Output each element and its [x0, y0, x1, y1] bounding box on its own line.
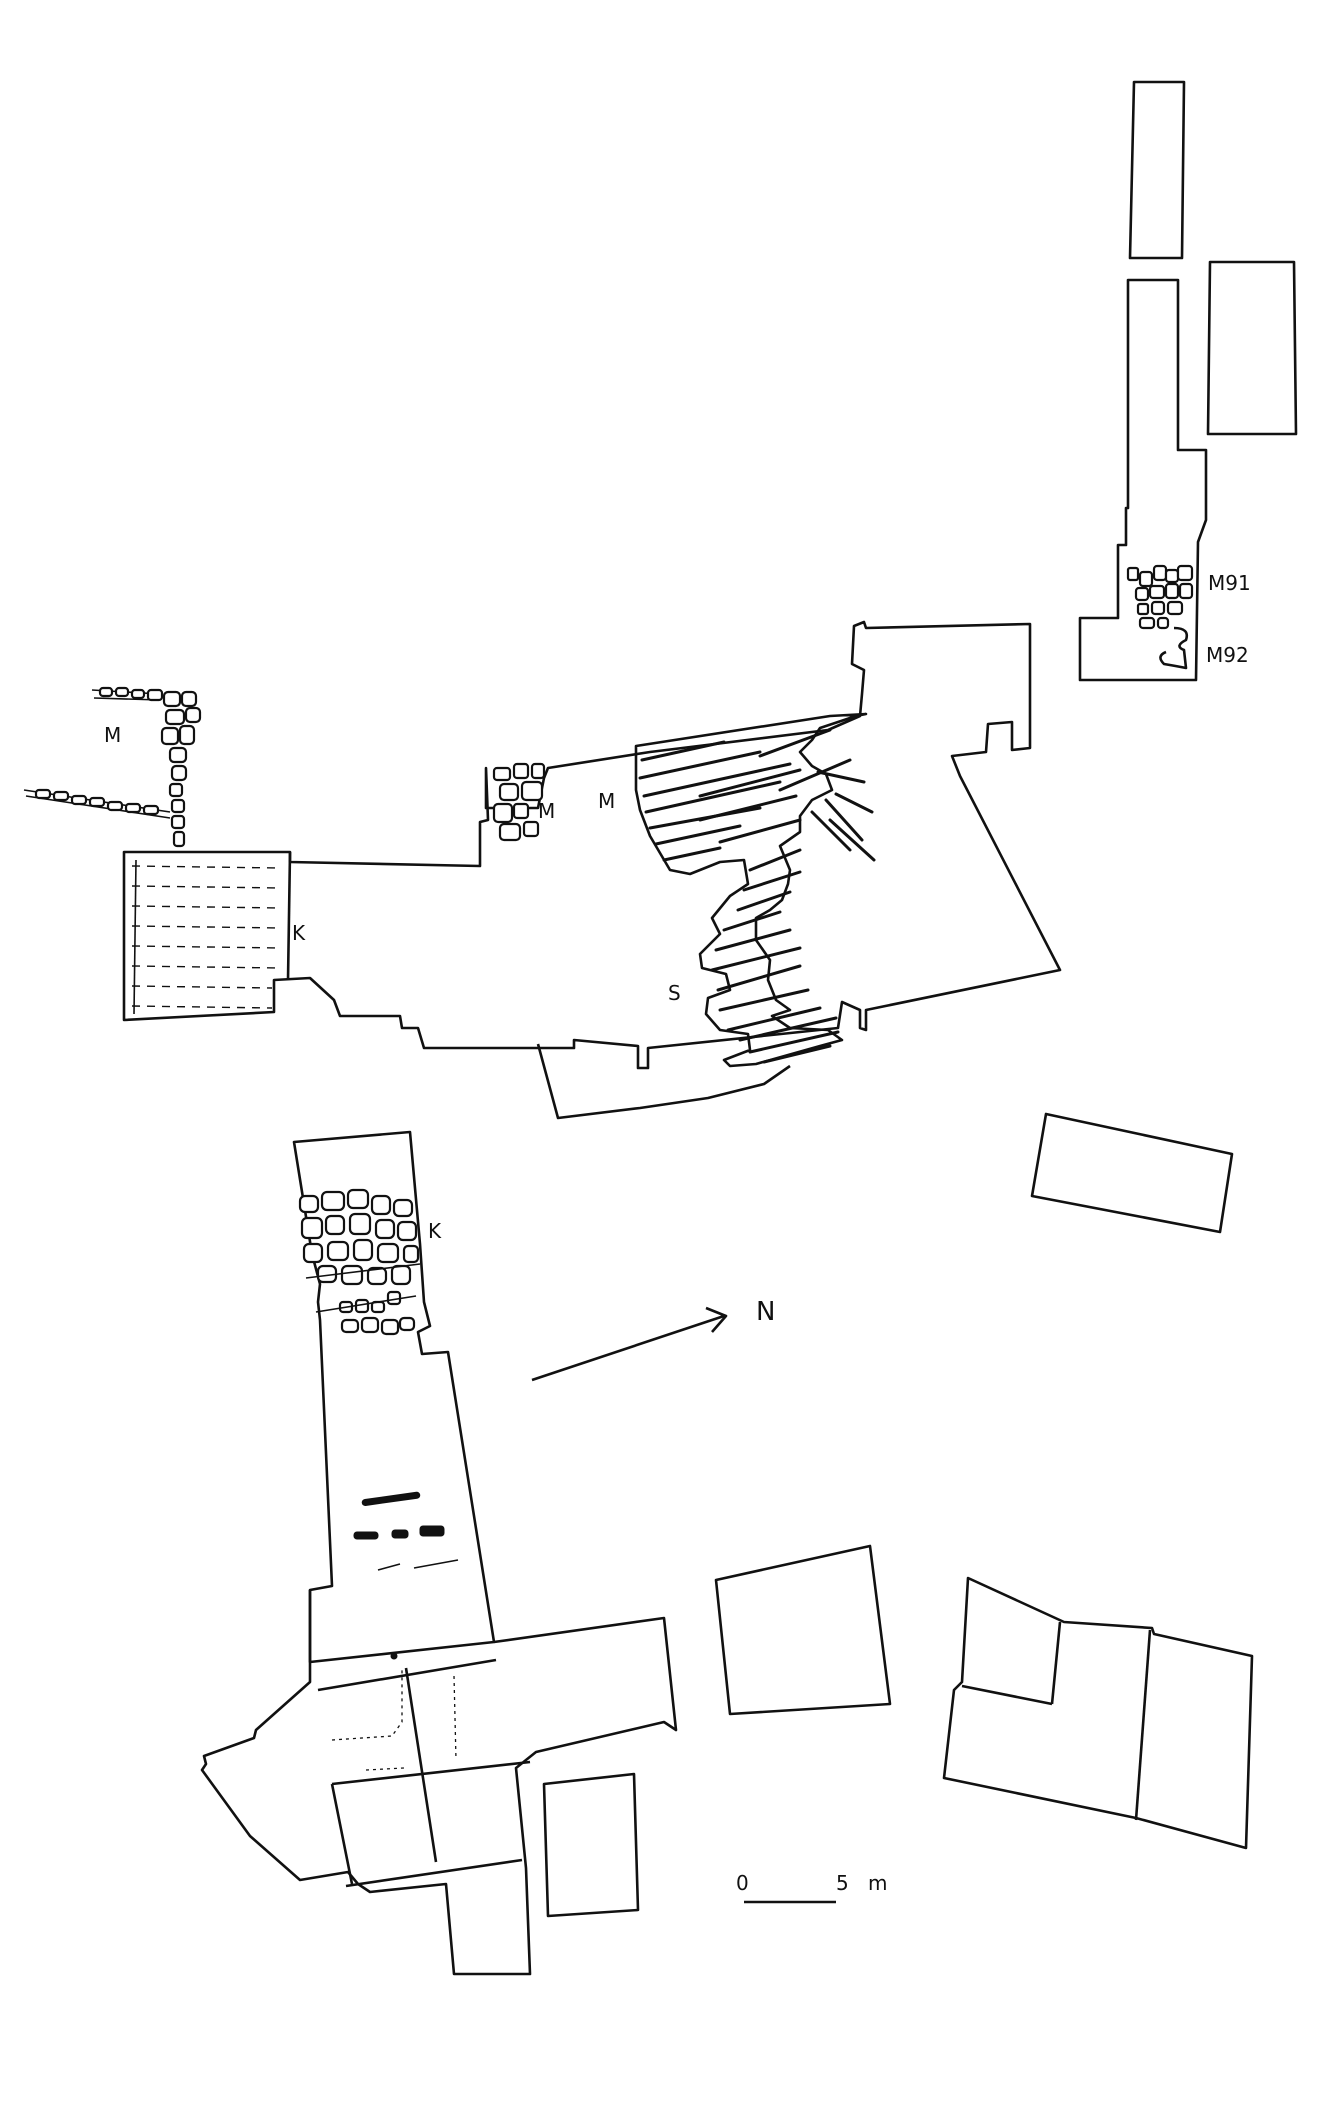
scale-bar-unit: m	[868, 1871, 887, 1895]
trench-sw-outline	[200, 1590, 678, 1976]
cobble-paving-k	[298, 1188, 420, 1336]
trench-group-south: K	[292, 1130, 496, 1664]
trench-group-southwest	[200, 1590, 678, 1976]
k-brick-pattern	[131, 859, 283, 1015]
wall-group-west: M	[23, 686, 202, 848]
wall-stones-m-center	[492, 762, 546, 842]
wall-stones-m91	[1126, 564, 1194, 630]
label-k-lower: K	[428, 1219, 442, 1243]
trench-central-south	[536, 1043, 791, 1120]
label-k-upper: K	[292, 921, 306, 945]
label-m91: M91	[1208, 571, 1251, 595]
trench-ne-2	[1206, 260, 1298, 436]
cobble-boundary	[305, 1263, 421, 1279]
trench-ne-1	[1128, 80, 1186, 260]
trench-group-northeast: M91 M92	[1078, 80, 1298, 682]
trench-group-central: K M M	[122, 620, 1062, 1120]
north-label: N	[756, 1297, 775, 1327]
feature-m92	[1159, 626, 1189, 670]
label-m-west: M	[104, 723, 121, 747]
dotted-feature-1	[331, 1670, 403, 1741]
label-m-center-a: M	[538, 799, 555, 823]
small-features	[353, 1491, 459, 1571]
trench-east-isolated	[1030, 1112, 1234, 1234]
trench-m91-m92	[1078, 278, 1208, 682]
cobble-boundary-lower	[315, 1295, 417, 1313]
trench-central-main	[122, 620, 1062, 1070]
k-division	[286, 851, 292, 981]
scale-bar-start: 0	[736, 1871, 749, 1895]
label-s: S	[668, 981, 681, 1005]
label-m92: M92	[1206, 643, 1249, 667]
trench-small-south	[542, 1772, 640, 1918]
label-m-center-b: M	[598, 789, 615, 813]
trench-mid-south	[714, 1544, 892, 1716]
north-arrow: N	[531, 1297, 775, 1382]
dotted-feature-3	[365, 1767, 405, 1771]
dotted-feature-2	[453, 1675, 457, 1761]
wall-stones-m-west	[91, 686, 202, 848]
rubble-area-s	[634, 712, 876, 1068]
scale-bar-end: 5	[836, 1871, 849, 1895]
scale-bar: 0 5 m	[736, 1871, 887, 1904]
wall-stones-west-long	[23, 788, 171, 819]
trench-group-southeast	[942, 1576, 1254, 1850]
